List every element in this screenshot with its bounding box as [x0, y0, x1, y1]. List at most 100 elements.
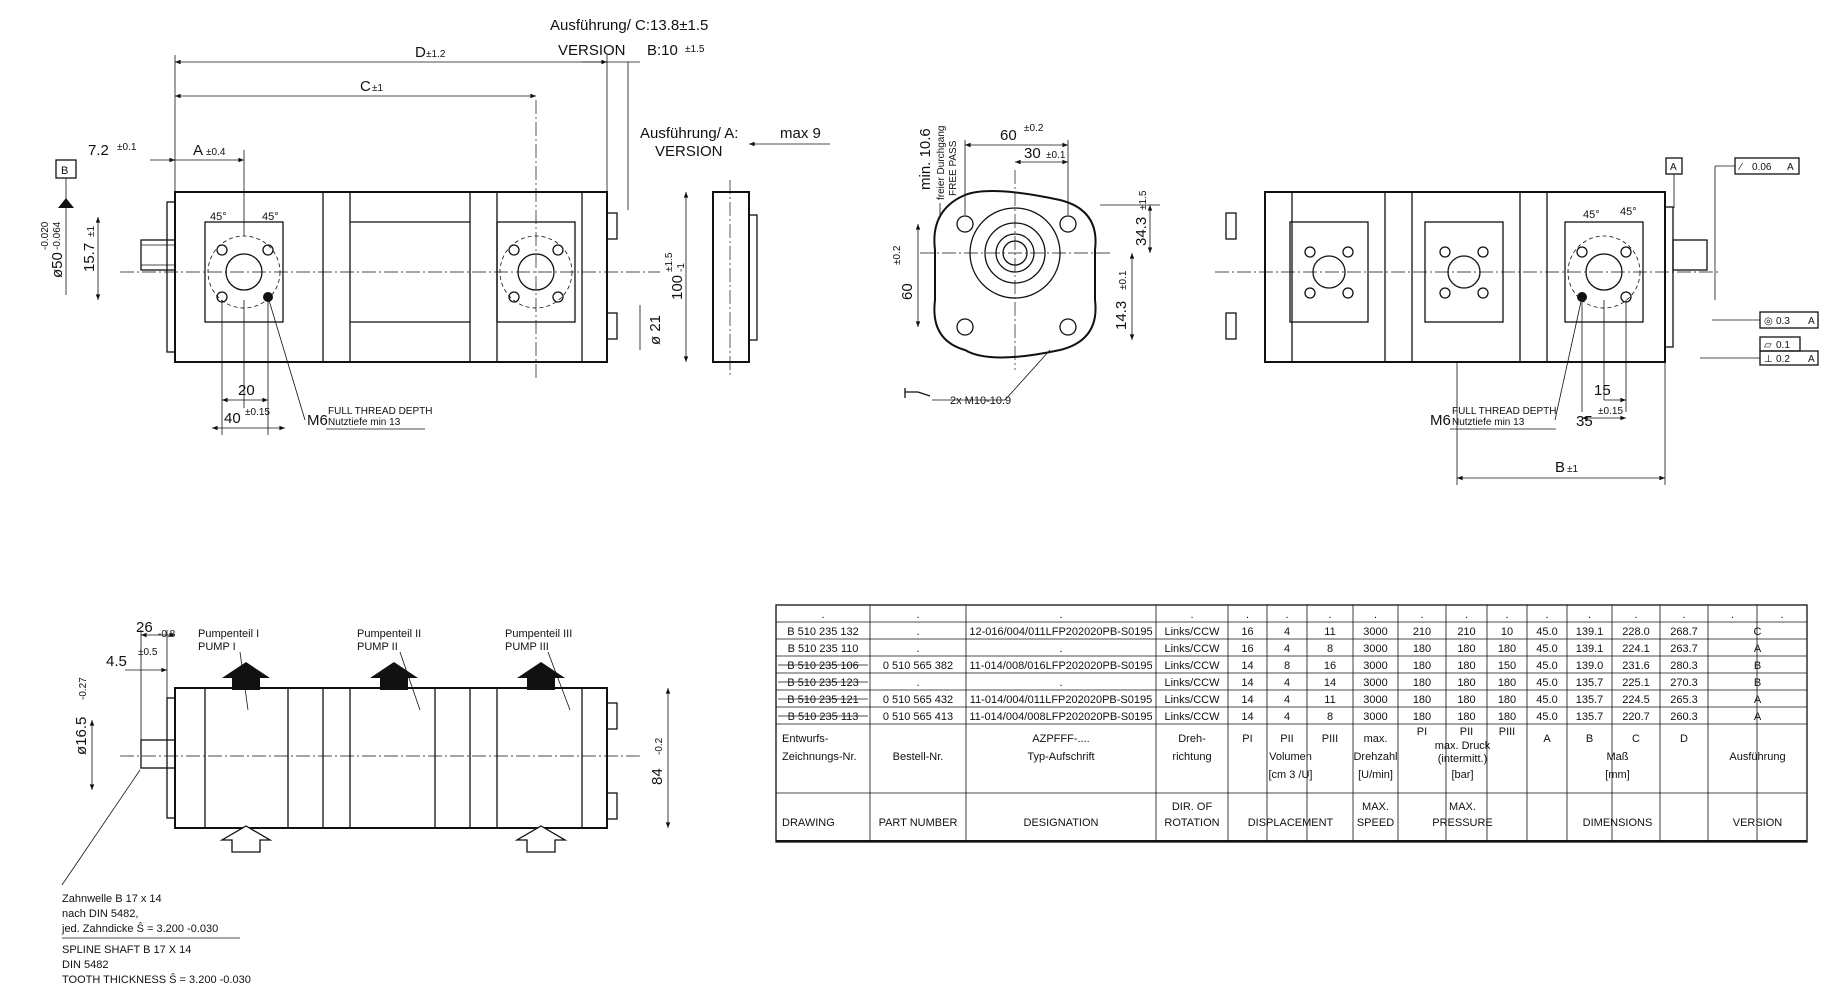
bolt-head — [606, 312, 618, 340]
table-cell: 3000 — [1363, 711, 1387, 723]
header-drawing-1: Entwurfs- — [782, 733, 829, 745]
table-cell: 12-016/004/011LFP202020PB-S0195 — [969, 626, 1152, 638]
table-cell: . — [1545, 609, 1548, 621]
header-version: Ausführung — [1729, 751, 1785, 763]
table-cell: . — [1059, 643, 1062, 655]
header-pres-p1: PI — [1417, 726, 1427, 738]
table-cell: . — [1246, 609, 1249, 621]
header-part: Bestell-Nr. — [893, 751, 944, 763]
table-cell: . — [1780, 609, 1783, 621]
header-pres-unit: [bar] — [1451, 769, 1473, 781]
header-dir-1: Dreh- — [1178, 733, 1206, 745]
table-cell: 10 — [1501, 626, 1513, 638]
bolt-head — [606, 792, 618, 820]
spline-de-2: nach DIN 5482, — [62, 908, 138, 920]
dim-20: 20 — [238, 382, 255, 399]
table-cell: 268.7 — [1670, 626, 1698, 638]
header-dim-d: D — [1680, 733, 1688, 745]
dim-35: 35 — [1576, 413, 1593, 430]
version-a-label: Ausführung/ A: — [640, 125, 738, 142]
table-cell: 45.0 — [1536, 711, 1557, 723]
table-cell: 4 — [1284, 711, 1290, 723]
perp-symbol: ⁄ — [1737, 162, 1743, 173]
table-cell: 45.0 — [1536, 626, 1557, 638]
free-pass-de: freier Durchgang — [936, 126, 947, 200]
angle-45-2: 45° — [1620, 206, 1637, 218]
pump1-en: PUMP I — [198, 641, 236, 653]
table-cell: 224.5 — [1622, 694, 1650, 706]
table-cell: 180 — [1413, 643, 1431, 655]
dim-15-7: 15.7 — [81, 243, 98, 272]
dim-14-3: 14.3 — [1113, 301, 1130, 330]
table-cell: B 510 235 132 — [787, 626, 859, 638]
spline-de-3: jed. Zahndicke Ŝ = 3.200 -0.030 — [61, 922, 218, 935]
datum-a: A — [1670, 162, 1677, 173]
table-cell: 0 510 565 382 — [883, 660, 953, 672]
header-en-part: PART NUMBER — [879, 817, 958, 829]
table-cell: 210 — [1457, 626, 1475, 638]
bolt-head — [1225, 312, 1237, 340]
table-cell: 45.0 — [1536, 677, 1557, 689]
table-cell: . — [1465, 609, 1468, 621]
table-cell: . — [1059, 609, 1062, 621]
table-cell: 263.7 — [1670, 643, 1698, 655]
dim-100-tol-lower: -1 — [676, 263, 687, 272]
table-cell: 11-014/004/008LFP202020PB-S0195 — [969, 711, 1152, 723]
table-cell: 3000 — [1363, 626, 1387, 638]
table-cell: 135.7 — [1576, 677, 1604, 689]
table-cell: . — [1588, 609, 1591, 621]
dim-a: A — [193, 142, 203, 159]
table-cell: . — [1420, 609, 1423, 621]
table-cell: Links/CCW — [1164, 711, 1220, 723]
table-cell: 11-014/004/011LFP202020PB-S0195 — [970, 694, 1152, 706]
version-a-word: VERSION — [655, 143, 723, 160]
tol-perp-ref: A — [1787, 162, 1794, 173]
header-type-1: AZPFFF-.... — [1032, 733, 1089, 745]
dim-30-tol: ±0.1 — [1046, 150, 1066, 161]
tol-sq-ref: A — [1808, 354, 1815, 365]
pump3-de: Pumpenteil III — [505, 628, 572, 640]
table-cell: 14 — [1241, 711, 1253, 723]
table-cell: 45.0 — [1536, 660, 1557, 672]
spline-en-2: DIN 5482 — [62, 959, 108, 971]
flange-view: min. 10.6 freier Durchgang FREE PASS 60 … — [892, 123, 1160, 407]
angle-45-2: 45° — [262, 211, 279, 223]
header-dim-a: A — [1543, 733, 1551, 745]
table-cell: 260.3 — [1670, 711, 1698, 723]
table-cell: B 510 235 121 — [787, 694, 859, 706]
max9-label: max 9 — [780, 125, 821, 142]
table-cell: 225.1 — [1622, 677, 1650, 689]
perpendicular-symbol: ⊥ — [1764, 354, 1773, 365]
table-cell: 4 — [1284, 677, 1290, 689]
table-cell: 14 — [1241, 677, 1253, 689]
dim-15: 15 — [1594, 382, 1611, 399]
header-type-2: Typ-Aufschrift — [1027, 751, 1094, 763]
dim-d-label: D — [415, 44, 426, 61]
dim-40-tol: ±0.15 — [245, 407, 270, 418]
rear-view: 45° 45° A ⁄ 0.06 A ◎ 0.3 A ▱ 0.1 ⊥ 0.2 A… — [1215, 157, 1819, 485]
tol-sq: 0.2 — [1776, 354, 1790, 365]
dim-14-3-tol: ±0.1 — [1118, 270, 1129, 290]
version-word: VERSION — [558, 42, 626, 59]
drive-shaft — [140, 239, 176, 271]
dim-34-3: 34.3 — [1133, 217, 1150, 246]
table-cell: . — [1190, 609, 1193, 621]
tol-flat: 0.1 — [1776, 340, 1790, 351]
dim-7-2-tol: ±0.1 — [117, 142, 137, 153]
header-speed-1: max. — [1364, 733, 1388, 745]
dim-60-left-tol: ±0.2 — [892, 245, 903, 265]
table-cell: 11-014/008/016LFP202020PB-S0195 — [969, 660, 1152, 672]
table-cell: 270.3 — [1670, 677, 1698, 689]
dim-b-tol: ±1 — [1567, 464, 1578, 475]
header-en-designation: DESIGNATION — [1024, 817, 1099, 829]
table-cell: 8 — [1327, 643, 1333, 655]
header-mass: Maß — [1607, 751, 1629, 763]
table-cell: . — [1634, 609, 1637, 621]
table-cell: A — [1754, 711, 1762, 723]
spline-en-3: TOOTH THICKNESS Ŝ = 3.200 -0.030 — [62, 973, 251, 986]
outlet-arrow-icon — [222, 662, 270, 690]
header-mass-unit: [mm] — [1605, 769, 1629, 781]
dim-7-2: 7.2 — [88, 142, 109, 159]
table-cell: 231.6 — [1622, 660, 1650, 672]
